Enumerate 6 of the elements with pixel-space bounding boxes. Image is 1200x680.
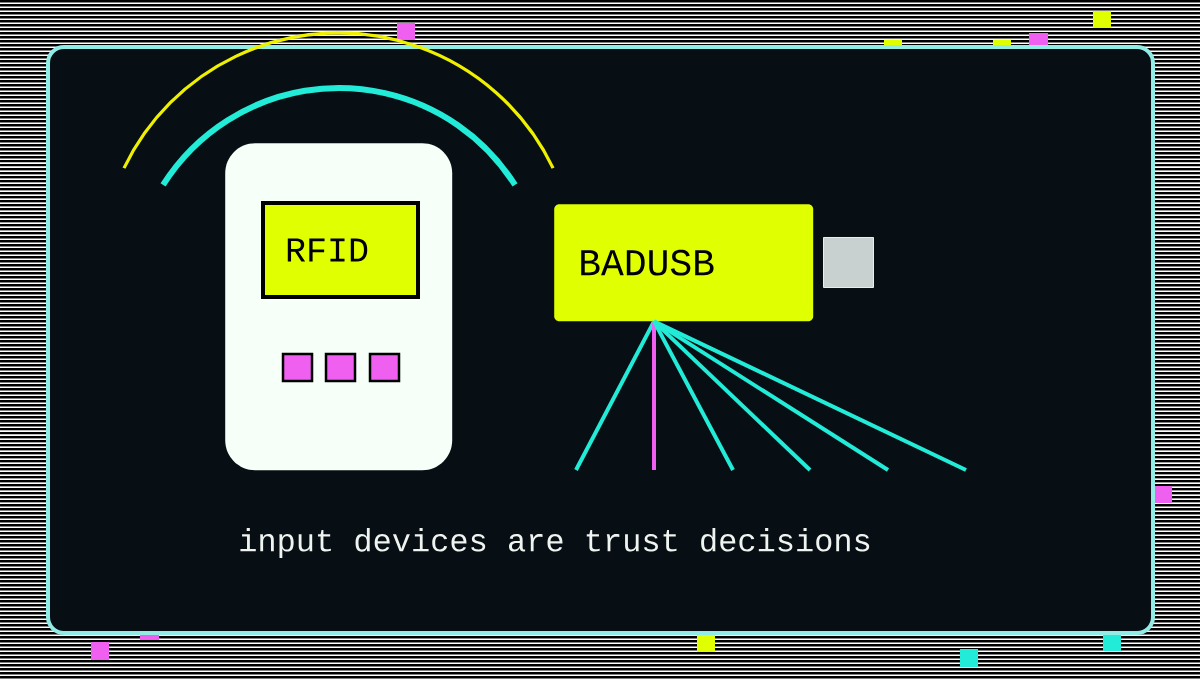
signal-line [652, 320, 735, 471]
usb-stick: BADUSB [554, 204, 814, 322]
caption: input devices are trust decisions [240, 528, 870, 558]
signal-line [652, 321, 656, 470]
signal-line [653, 319, 967, 472]
screen: RFID [261, 201, 420, 299]
